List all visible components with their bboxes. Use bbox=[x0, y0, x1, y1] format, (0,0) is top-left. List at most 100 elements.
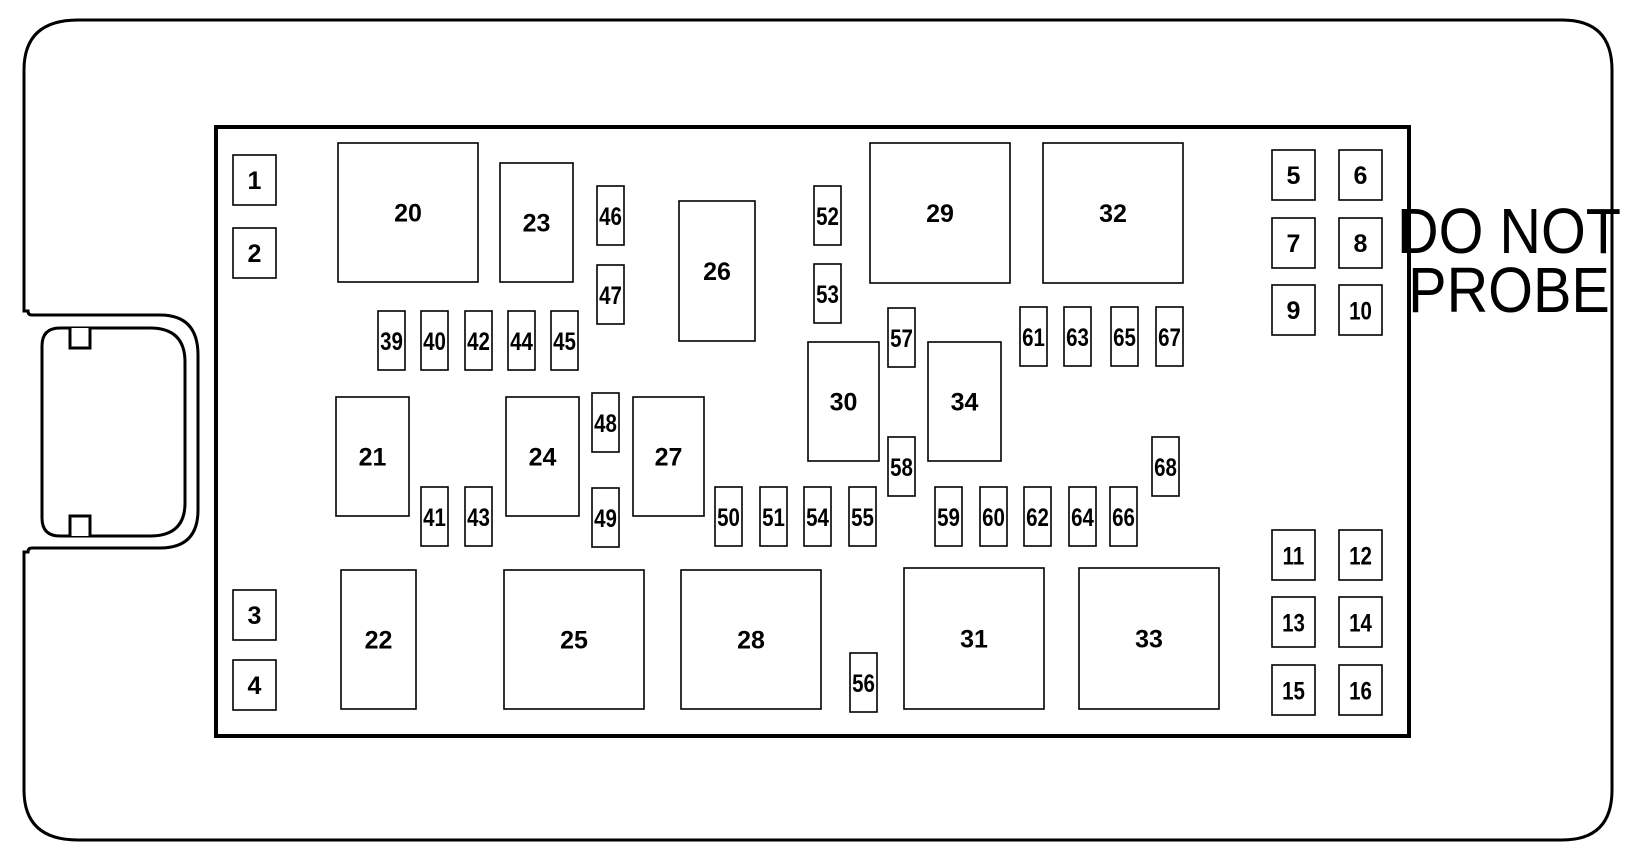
position-label-59: 59 bbox=[937, 503, 960, 531]
position-label-34: 34 bbox=[951, 389, 979, 417]
position-label-41: 41 bbox=[423, 503, 446, 531]
fuse-slot-11 bbox=[1271, 529, 1316, 581]
position-label-11: 11 bbox=[1283, 542, 1305, 570]
position-label-50: 50 bbox=[717, 503, 740, 531]
fuse-slot-1 bbox=[232, 154, 277, 206]
position-label-29: 29 bbox=[926, 200, 954, 228]
position-label-20: 20 bbox=[394, 200, 422, 228]
fuse-slot-44 bbox=[507, 310, 536, 371]
fuse-slot-52 bbox=[813, 185, 842, 246]
position-label-45: 45 bbox=[553, 327, 576, 355]
position-label-54: 54 bbox=[806, 503, 829, 531]
position-label-1: 1 bbox=[248, 167, 262, 195]
fuse-slot-54 bbox=[803, 486, 832, 547]
fuse-slot-2 bbox=[232, 227, 277, 279]
position-label-30: 30 bbox=[830, 389, 858, 417]
relay-slot-32 bbox=[1042, 142, 1184, 284]
fuse-slot-61 bbox=[1019, 306, 1048, 367]
fuse-slot-58 bbox=[887, 436, 916, 497]
fuse-slot-65 bbox=[1110, 306, 1139, 367]
position-label-15: 15 bbox=[1282, 677, 1305, 705]
position-label-57: 57 bbox=[890, 324, 913, 352]
position-label-51: 51 bbox=[762, 503, 785, 531]
fuse-slot-6 bbox=[1338, 149, 1383, 201]
position-label-47: 47 bbox=[599, 281, 622, 309]
fuse-slot-14 bbox=[1338, 596, 1383, 648]
fuse-slot-59 bbox=[934, 486, 963, 547]
position-label-46: 46 bbox=[599, 202, 622, 230]
fuse-slot-43 bbox=[464, 486, 493, 547]
position-label-27: 27 bbox=[655, 444, 683, 472]
position-label-16: 16 bbox=[1349, 677, 1372, 705]
position-label-5: 5 bbox=[1287, 162, 1301, 190]
position-label-48: 48 bbox=[594, 409, 617, 437]
position-label-6: 6 bbox=[1354, 162, 1368, 190]
warning-line-2: PROBE bbox=[1408, 254, 1610, 325]
position-label-39: 39 bbox=[380, 327, 403, 355]
warning-line-1: DO NOT bbox=[1397, 195, 1621, 266]
fuse-slot-12 bbox=[1338, 529, 1383, 581]
position-label-33: 33 bbox=[1135, 626, 1163, 654]
fuse-slot-45 bbox=[550, 310, 579, 371]
position-label-21: 21 bbox=[359, 444, 387, 472]
fuse-slot-46 bbox=[596, 185, 625, 246]
fuse-slot-41 bbox=[420, 486, 449, 547]
fuse-slot-48 bbox=[591, 392, 620, 453]
position-label-61: 61 bbox=[1022, 323, 1045, 351]
position-label-24: 24 bbox=[529, 444, 557, 472]
position-label-67: 67 bbox=[1158, 323, 1181, 351]
position-label-63: 63 bbox=[1066, 323, 1089, 351]
position-label-32: 32 bbox=[1099, 200, 1127, 228]
position-label-56: 56 bbox=[852, 669, 875, 697]
fuse-slot-55 bbox=[848, 486, 877, 547]
latch-notch-top bbox=[68, 328, 92, 350]
fuse-slot-62 bbox=[1023, 486, 1052, 547]
fuse-slot-56 bbox=[849, 652, 878, 713]
fuse-slot-42 bbox=[464, 310, 493, 371]
latch-tab bbox=[40, 326, 187, 538]
position-label-43: 43 bbox=[467, 503, 490, 531]
fuse-slot-39 bbox=[377, 310, 406, 371]
position-label-14: 14 bbox=[1349, 609, 1372, 637]
fuse-slot-63 bbox=[1063, 306, 1092, 367]
position-label-10: 10 bbox=[1349, 297, 1372, 325]
position-label-49: 49 bbox=[594, 504, 617, 532]
relay-slot-23 bbox=[499, 162, 574, 283]
fuse-slot-9 bbox=[1271, 284, 1316, 336]
fuse-slot-5 bbox=[1271, 149, 1316, 201]
relay-slot-33 bbox=[1078, 567, 1220, 710]
position-label-4: 4 bbox=[248, 672, 262, 700]
position-label-64: 64 bbox=[1071, 503, 1094, 531]
position-label-13: 13 bbox=[1282, 609, 1305, 637]
relay-slot-27 bbox=[632, 396, 705, 517]
relay-slot-28 bbox=[680, 569, 822, 710]
position-label-68: 68 bbox=[1154, 453, 1177, 481]
relay-slot-34 bbox=[927, 341, 1002, 462]
fuse-slot-68 bbox=[1151, 436, 1180, 497]
fuse-slot-15 bbox=[1271, 664, 1316, 716]
position-label-40: 40 bbox=[423, 327, 446, 355]
position-label-12: 12 bbox=[1349, 542, 1372, 570]
fuse-slot-60 bbox=[979, 486, 1008, 547]
fuse-slot-57 bbox=[887, 307, 916, 368]
position-label-44: 44 bbox=[510, 327, 533, 355]
relay-slot-30 bbox=[807, 341, 880, 462]
position-label-65: 65 bbox=[1113, 323, 1136, 351]
relay-slot-24 bbox=[505, 396, 580, 517]
position-label-55: 55 bbox=[851, 503, 874, 531]
fuse-slot-4 bbox=[232, 659, 277, 711]
relay-slot-21 bbox=[335, 396, 410, 517]
fuse-slot-8 bbox=[1338, 217, 1383, 269]
latch-notch-bottom bbox=[68, 514, 92, 536]
position-label-28: 28 bbox=[737, 627, 765, 655]
fuse-slot-10 bbox=[1338, 284, 1383, 336]
position-label-23: 23 bbox=[523, 210, 551, 238]
fuse-slot-50 bbox=[714, 486, 743, 547]
position-label-22: 22 bbox=[365, 627, 393, 655]
position-label-3: 3 bbox=[248, 602, 262, 630]
fuse-slot-3 bbox=[232, 589, 277, 641]
position-label-42: 42 bbox=[467, 327, 490, 355]
fuse-slot-16 bbox=[1338, 664, 1383, 716]
